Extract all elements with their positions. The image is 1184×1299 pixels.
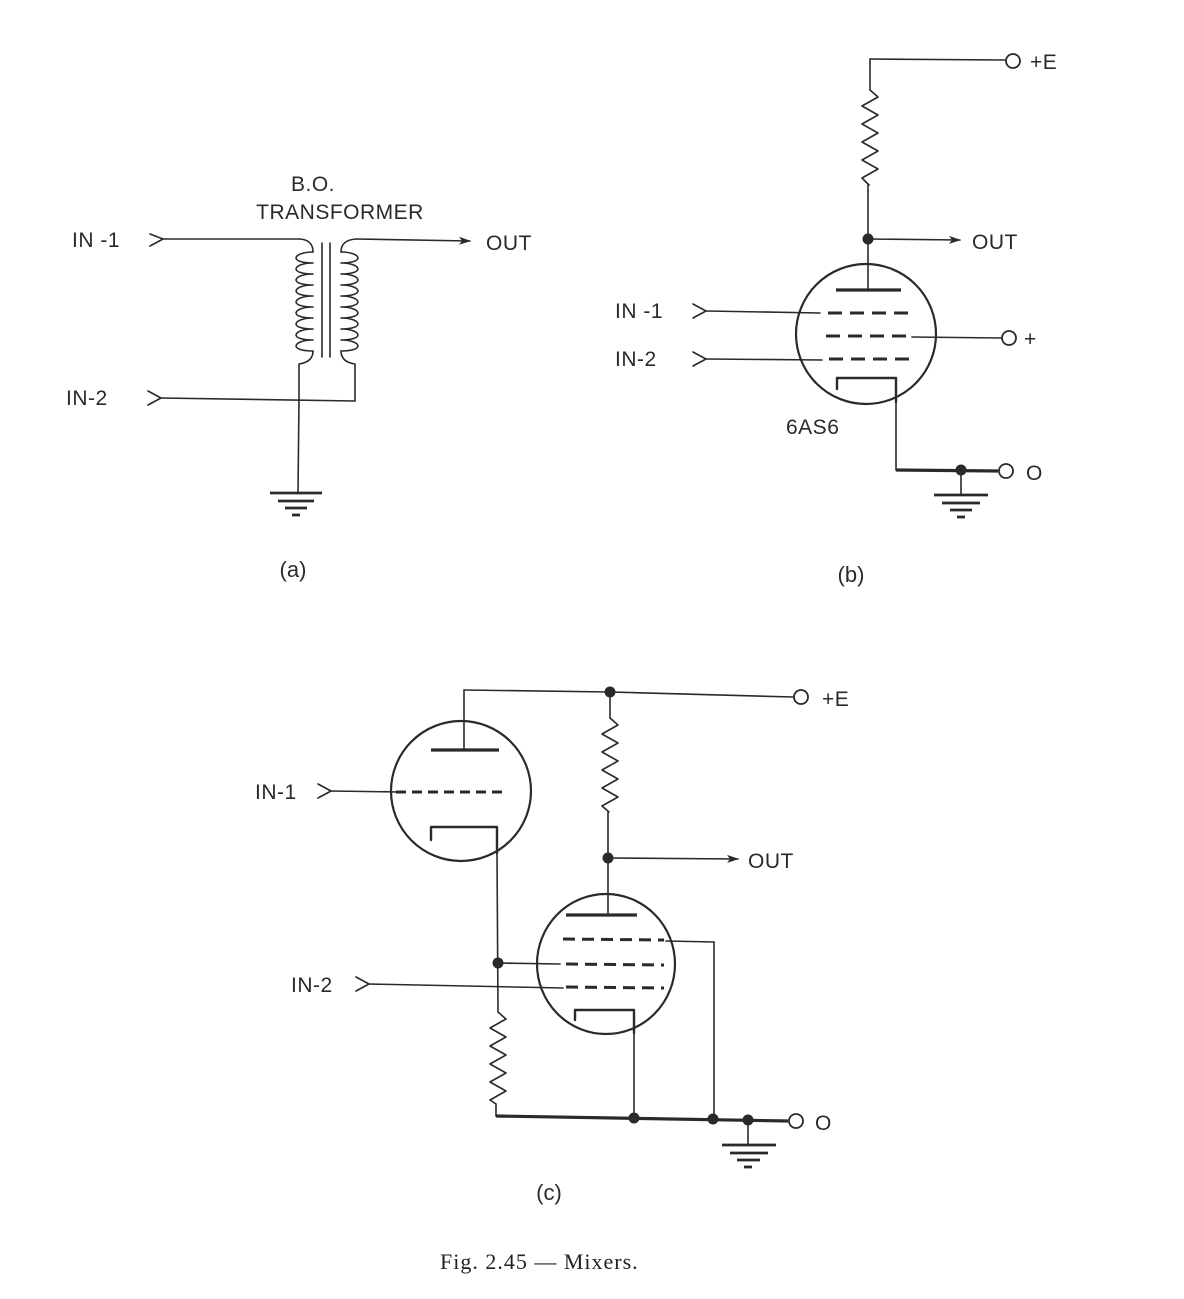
plate-resistor-icon bbox=[861, 89, 879, 186]
input-2-connector-icon bbox=[147, 390, 162, 406]
screen-wire bbox=[665, 940, 715, 943]
panel-a: B.O. TRANSFORMER IN -1 OUT IN-2 bbox=[66, 173, 532, 582]
ground-terminal-label: O bbox=[1026, 462, 1043, 485]
pentode-tube-icon bbox=[794, 262, 938, 406]
output-arrow bbox=[355, 236, 471, 245]
input-2-label: IN-2 bbox=[291, 974, 333, 997]
primary-winding bbox=[295, 238, 314, 401]
input-2-label: IN-2 bbox=[66, 387, 108, 410]
output-label: OUT bbox=[748, 850, 794, 873]
plate-resistor-icon bbox=[601, 717, 619, 813]
input-2-connector-icon bbox=[355, 976, 370, 992]
output-arrow bbox=[867, 235, 961, 244]
screen-terminal-label: + bbox=[1024, 328, 1037, 351]
junction-dot bbox=[707, 1113, 719, 1125]
input-2-wire bbox=[160, 397, 356, 402]
supply-terminal bbox=[1005, 53, 1021, 69]
triode-tube-icon bbox=[389, 719, 533, 863]
cathode-resistor-icon bbox=[489, 1011, 507, 1105]
supply-wire bbox=[869, 58, 1006, 61]
ground-wire bbox=[297, 399, 300, 493]
panel-c-sublabel: (c) bbox=[536, 1180, 562, 1205]
input-1-wire bbox=[330, 790, 401, 793]
ground-terminal bbox=[998, 463, 1014, 479]
pentode-grid-wire bbox=[497, 962, 561, 965]
screen-wire bbox=[911, 336, 1003, 339]
input-2-label: IN-2 bbox=[615, 348, 657, 371]
junction-dot bbox=[628, 1112, 640, 1124]
supply-terminal-label: +E bbox=[822, 688, 849, 711]
ground-icon bbox=[270, 491, 322, 517]
panel-b: +E OUT IN -1 IN-2 + 6AS6 O bbox=[615, 51, 1057, 587]
input-1-connector-icon bbox=[149, 233, 164, 247]
ground-terminal bbox=[788, 1113, 804, 1129]
input-2-connector-icon bbox=[692, 351, 707, 367]
input-1-connector-icon bbox=[692, 303, 707, 319]
screen-terminal bbox=[1001, 330, 1017, 346]
input-1-wire bbox=[705, 310, 821, 314]
transformer-label-line2: TRANSFORMER bbox=[256, 201, 424, 224]
input-2-wire bbox=[368, 983, 564, 989]
input-1-connector-icon bbox=[317, 783, 332, 799]
output-label: OUT bbox=[972, 231, 1018, 254]
supply-rail-right bbox=[609, 691, 794, 698]
supply-terminal bbox=[793, 689, 809, 705]
panel-b-sublabel: (b) bbox=[838, 562, 865, 587]
ground-icon bbox=[934, 493, 988, 519]
supply-rail-left bbox=[463, 689, 611, 693]
input-2-wire bbox=[705, 358, 823, 361]
output-arrow bbox=[607, 854, 739, 863]
triode-cathode-wire bbox=[496, 852, 499, 1013]
figure-caption: Fig. 2.45 — Mixers. bbox=[440, 1249, 639, 1274]
ground-bus bbox=[895, 468, 999, 473]
input-1-label: IN-1 bbox=[255, 781, 297, 804]
secondary-winding bbox=[340, 238, 359, 402]
ground-bus bbox=[495, 1114, 789, 1123]
tube-type-label: 6AS6 bbox=[786, 416, 839, 439]
panel-c: +E IN-1 OUT IN-2 bbox=[255, 686, 849, 1205]
ground-icon bbox=[722, 1143, 776, 1169]
transformer-label-line1: B.O. bbox=[291, 173, 335, 196]
ground-terminal-label: O bbox=[815, 1112, 832, 1135]
panel-a-sublabel: (a) bbox=[280, 557, 307, 582]
output-label: OUT bbox=[486, 232, 532, 255]
input-1-label: IN -1 bbox=[615, 300, 663, 323]
supply-terminal-label: +E bbox=[1030, 51, 1057, 74]
input-1-label: IN -1 bbox=[72, 229, 120, 252]
